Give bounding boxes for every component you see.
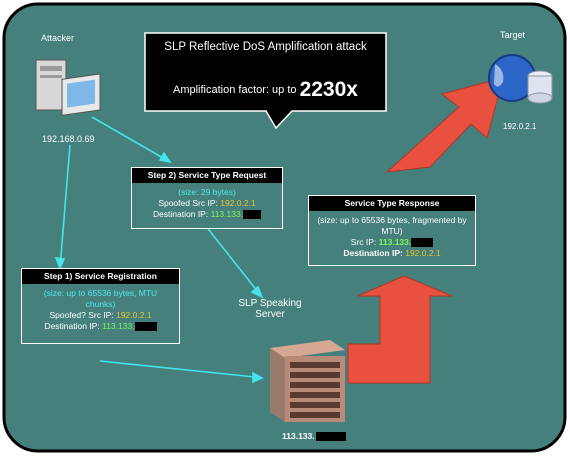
flow-step2-to-server — [204, 224, 259, 293]
attacker-label: Attacker — [41, 33, 75, 43]
redacted-block — [134, 322, 157, 332]
response-dst-ip: 192.0.2.1 — [405, 248, 441, 258]
arrowhead-server-left — [252, 371, 264, 384]
redacted-block — [243, 210, 262, 220]
step1-dst-row: Destination IP: 113.133. — [22, 321, 179, 332]
flow-lines — [54, 116, 264, 384]
server-rack-icon — [270, 340, 345, 422]
step1-src-ip: 192.0.2.1 — [116, 310, 152, 320]
amplification-arrow-diagonal — [385, 77, 504, 173]
response-dst-row: Destination IP: 192.0.2.1 — [309, 248, 475, 259]
step1-title: Step 1) Service Registration — [22, 269, 179, 284]
flow-attacker-to-step2 — [91, 116, 171, 163]
response-dst-label: Destination IP: — [343, 248, 403, 258]
amplification-prefix: Amplification factor: up to — [173, 84, 297, 96]
response-src-label: Src IP: — [350, 237, 377, 247]
step1-dst-label: Destination IP: — [44, 321, 100, 331]
arrowhead-step2 — [158, 151, 172, 164]
response-src-row: Src IP: 113.133. — [309, 237, 475, 248]
step1-src-row: Spoofed? Src IP: 192.0.2.1 — [22, 310, 179, 321]
attacker-ip: 192.168.0.69 — [42, 134, 95, 144]
amplification-line: Amplification factor: up to 2230x — [145, 78, 386, 102]
response-src-ip: 113.133. — [378, 237, 412, 247]
target-ip: 192.0.2.1 — [503, 122, 537, 131]
callout-box — [144, 32, 387, 130]
step2-dst-label: Destination IP: — [152, 209, 209, 219]
amplification-arrow-main — [347, 275, 453, 384]
callout-title: SLP Reflective DoS Amplification attack — [164, 41, 367, 53]
attacker-computer-icon — [35, 59, 101, 116]
target-globe-icon — [488, 54, 553, 104]
step2-size: (size: 29 bytes) — [178, 187, 236, 197]
response-size-line2: MTU) — [381, 226, 403, 236]
step2-src-label: Spoofed Src IP: — [158, 198, 218, 208]
callout-text: SLP Reflective DoS Amplification attack … — [145, 33, 386, 111]
step2-dst-row: Destination IP: 113.133. — [132, 209, 282, 220]
server-ip: 113.133. — [282, 431, 346, 442]
response-title: Service Type Response — [309, 196, 475, 211]
server-label-line2: Server — [255, 309, 285, 320]
redacted-block — [315, 432, 346, 442]
step1-size-line1: (size: up to 65536 bytes, MTU — [43, 288, 158, 298]
step1-panel: Step 1) Service Registration (size: up t… — [21, 268, 180, 344]
server-label: SLP Speaking Server — [235, 298, 305, 320]
step2-panel: Step 2) Service Type Request (size: 29 b… — [131, 167, 283, 229]
step2-src-row: Spoofed Src IP: 192.0.2.1 — [132, 198, 282, 209]
server-label-line1: SLP Speaking — [238, 298, 302, 309]
flow-step1-to-server — [99, 360, 256, 378]
response-panel: Service Type Response (size: up to 65536… — [308, 195, 476, 266]
server-ip-text: 113.133. — [282, 431, 315, 441]
step2-title: Step 2) Service Type Request — [132, 168, 282, 183]
step2-dst-ip: 113.133. — [210, 209, 244, 219]
arrowhead-step1 — [54, 257, 66, 271]
step1-size-line2: chunks) — [85, 299, 116, 309]
arrowhead-server-top — [250, 285, 264, 299]
target-label: Target — [500, 30, 526, 40]
step1-dst-ip: 113.133. — [102, 321, 135, 331]
step1-src-label: Spoofed? Src IP: — [49, 310, 114, 320]
redacted-block — [411, 238, 434, 248]
amplification-value: 2230x — [299, 78, 358, 101]
flow-attacker-to-step1 — [59, 144, 71, 269]
step2-src-ip: 192.0.2.1 — [220, 198, 256, 208]
response-size-line1: (size: up to 65536 bytes, fragmented by — [317, 215, 467, 225]
